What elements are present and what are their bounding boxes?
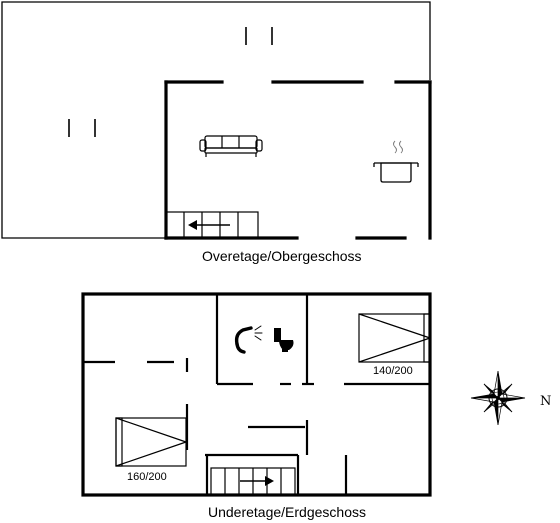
bed-icon	[115, 417, 187, 467]
lower-interior-walls	[83, 294, 430, 495]
bed-left-size-label: 160/200	[127, 471, 167, 483]
upper-room-walls	[164, 80, 432, 240]
lower-outer-walls	[81, 292, 432, 497]
shower-icon	[234, 325, 263, 354]
staircase-icon	[165, 211, 259, 239]
toilet-icon	[274, 328, 294, 352]
upper-tick-marks	[68, 27, 273, 137]
compass-rose-icon	[470, 370, 526, 426]
cooking-pot-icon	[373, 140, 419, 183]
upper-floor-label: Overetage/Obergeschoss	[202, 248, 362, 264]
compass-north-label: N	[540, 394, 552, 409]
lower-floor: 140/200 160/200	[81, 292, 432, 497]
upper-outline-thin	[1, 1, 431, 239]
sofa-icon	[199, 135, 263, 157]
upper-floor	[1, 1, 432, 240]
lower-floor-label: Underetage/Erdgeschoss	[208, 504, 366, 520]
bed-icon	[358, 313, 431, 363]
bed-right-size-label: 140/200	[373, 365, 413, 377]
staircase-icon	[210, 467, 296, 496]
